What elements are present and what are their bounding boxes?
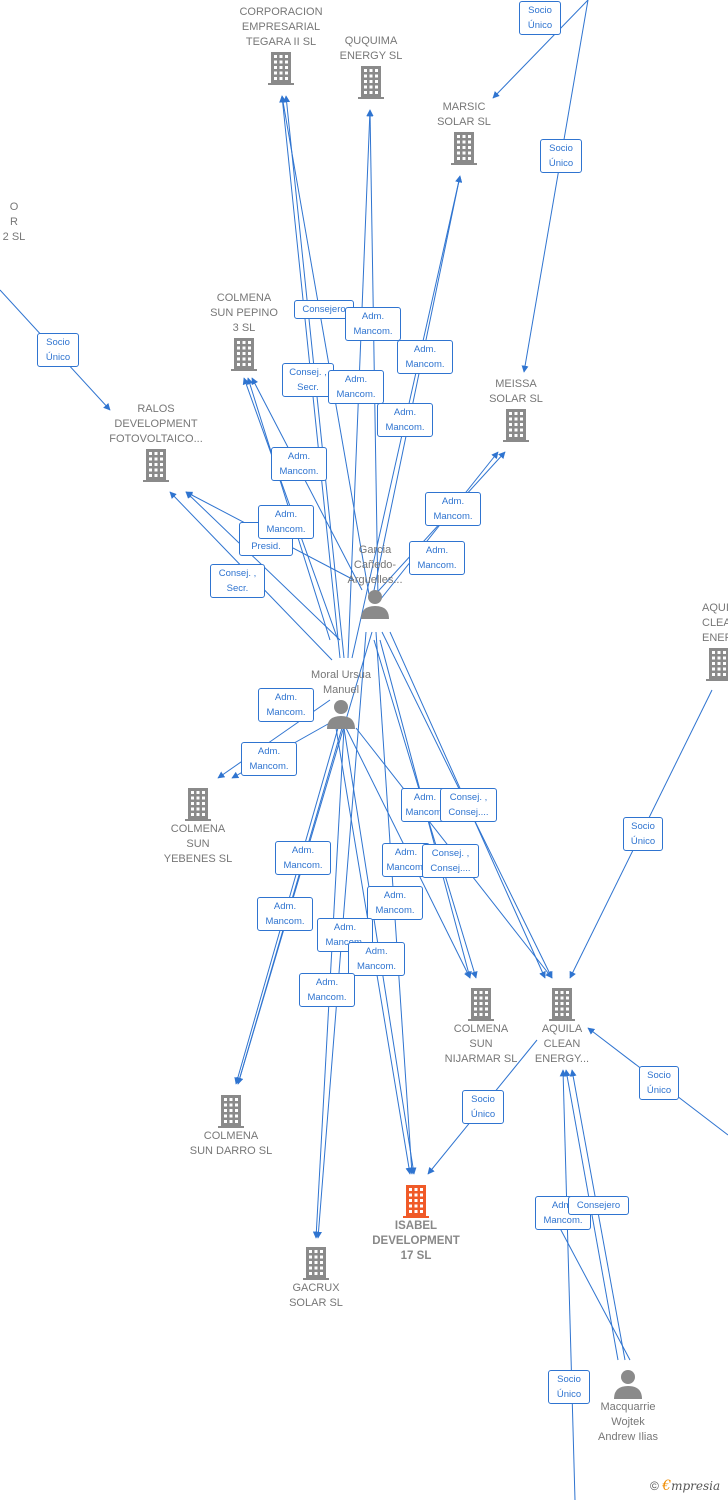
relation-label[interactable]: Adm. Mancom.: [345, 307, 401, 341]
empresia-logo-initial: €: [662, 1478, 672, 1494]
relation-label[interactable]: Adm. Mancom.: [241, 742, 297, 776]
company-node-left-partial[interactable]: O R 2 SL: [0, 200, 34, 281]
relation-label[interactable]: Consej. , Consej....: [440, 788, 497, 822]
company-node-gacrux-solar[interactable]: GACRUX SOLAR SL: [276, 1245, 356, 1311]
person-label: Moral Ursua Manuel: [311, 669, 371, 696]
relationship-edge: [569, 1069, 626, 1361]
building-icon: [0, 245, 2, 281]
relation-label[interactable]: Socio Único: [548, 1370, 590, 1404]
empresia-logo-text: mpresia: [671, 1479, 721, 1493]
relation-label[interactable]: Consejero: [568, 1196, 629, 1215]
building-icon: [451, 132, 477, 165]
company-node-aquila-right-partial[interactable]: AQUI CLEA ENERG: [694, 601, 728, 682]
relation-label[interactable]: Adm. Mancom.: [348, 942, 405, 976]
person-node-garcia-canedo-arguelles[interactable]: Garcia Cañedo- Arguelles...: [332, 543, 418, 620]
building-icon: [303, 1247, 329, 1280]
relation-label[interactable]: Consej. , Consej....: [422, 844, 479, 878]
building-icon: [268, 52, 294, 85]
building-icon: [403, 1185, 429, 1218]
company-node-aquila-clean-energy[interactable]: AQUILA CLEAN ENERGY...: [522, 986, 602, 1067]
relation-label[interactable]: Consej. , Secr.: [282, 363, 334, 397]
building-icon: [358, 66, 384, 99]
building-icon: [218, 1095, 244, 1128]
relationship-edge: [379, 451, 499, 601]
company-node-ralos-development[interactable]: RALOS DEVELOPMENT FOTOVOLTAICO...: [98, 402, 214, 483]
relation-label[interactable]: Adm. Mancom.: [397, 340, 453, 374]
company-label: ISABEL DEVELOPMENT 17 SL: [372, 1220, 460, 1262]
relationship-edge: [251, 377, 363, 591]
relationship-edge: [371, 175, 463, 601]
relation-label[interactable]: Adm. Mancom.: [258, 688, 314, 722]
person-node-moral-ursua-manuel[interactable]: Moral Ursua Manuel: [296, 668, 386, 730]
company-label: COLMENA SUN NIJARMAR SL: [444, 1023, 518, 1065]
relationship-edge: [559, 1069, 576, 1500]
company-label: RALOS DEVELOPMENT FOTOVOLTAICO...: [109, 403, 203, 445]
relation-label[interactable]: Adm. Mancom.: [257, 897, 313, 931]
building-icon: [143, 449, 169, 482]
company-node-colmena-sun-nijarmar[interactable]: COLMENA SUN NIJARMAR SL: [433, 986, 529, 1067]
person-icon: [614, 1370, 642, 1399]
relation-label[interactable]: Socio Único: [639, 1066, 679, 1100]
building-icon: [231, 338, 257, 371]
company-node-ququima-energy[interactable]: QUQUIMA ENERGY SL: [326, 34, 416, 100]
relationship-edge: [521, 0, 589, 373]
company-label: MEISSA SOLAR SL: [489, 378, 543, 405]
empresia-watermark: © €mpresia: [650, 1478, 720, 1494]
company-label: COLMENA SUN PEPINO 3 SL: [210, 292, 278, 334]
person-icon: [361, 590, 389, 619]
company-label: MARSIC SOLAR SL: [437, 101, 491, 128]
building-icon: [503, 409, 529, 442]
relation-label[interactable]: Adm. Mancom.: [425, 492, 481, 526]
company-label: GACRUX SOLAR SL: [289, 1282, 343, 1309]
relation-label[interactable]: Adm. Mancom.: [299, 973, 355, 1007]
company-label: AQUI CLEA ENERG: [702, 602, 728, 644]
company-label: COLMENA SUN YEBENES SL: [163, 823, 233, 865]
company-label: AQUILA CLEAN ENERGY...: [534, 1023, 590, 1065]
relation-label[interactable]: Socio Único: [462, 1090, 504, 1124]
person-label: Garcia Cañedo- Arguelles...: [347, 544, 403, 586]
relation-label[interactable]: Adm. Mancom.: [377, 403, 433, 437]
company-label: QUQUIMA ENERGY SL: [339, 35, 403, 62]
company-label: O R 2 SL: [2, 201, 26, 243]
company-label: COLMENA SUN DARRO SL: [189, 1130, 273, 1157]
person-node-macquarrie-wojtek[interactable]: Macquarrie Wojtek Andrew Ilias: [582, 1368, 674, 1445]
relation-label[interactable]: Adm. Mancom.: [367, 886, 423, 920]
relationship-edge: [366, 109, 379, 601]
relation-label[interactable]: Socio Único: [519, 1, 561, 35]
building-icon: [468, 988, 494, 1021]
relation-label[interactable]: Socio Único: [540, 139, 582, 173]
relation-label[interactable]: Adm. Mancom.: [328, 370, 384, 404]
building-icon: [706, 648, 728, 681]
relationship-edge: [492, 0, 589, 99]
company-node-colmena-sun-pepino[interactable]: COLMENA SUN PEPINO 3 SL: [196, 291, 292, 372]
company-node-isabel-development-17[interactable]: ISABEL DEVELOPMENT 17 SL: [356, 1183, 476, 1264]
building-icon: [549, 988, 575, 1021]
relation-label[interactable]: Adm. Mancom.: [258, 505, 314, 539]
relationship-edge: [563, 1069, 619, 1361]
company-node-corporacion-tegara[interactable]: CORPORACION EMPRESARIAL TEGARA II SL: [226, 5, 336, 86]
relation-label[interactable]: Adm. Mancom.: [271, 447, 327, 481]
relation-label[interactable]: Adm. Mancom.: [275, 841, 331, 875]
person-label: Macquarrie Wojtek Andrew Ilias: [598, 1401, 658, 1443]
company-node-marsic-solar[interactable]: MARSIC SOLAR SL: [424, 100, 504, 166]
relation-label[interactable]: Adm. Mancom.: [409, 541, 465, 575]
company-node-colmena-sun-yebenes[interactable]: COLMENA SUN YEBENES SL: [153, 786, 243, 867]
company-node-meissa-solar[interactable]: MEISSA SOLAR SL: [476, 377, 556, 443]
copyright-symbol: ©: [650, 1479, 659, 1493]
relation-label[interactable]: Socio Único: [623, 817, 663, 851]
relation-label[interactable]: Consej. , Secr.: [210, 564, 265, 598]
company-node-colmena-sun-darro[interactable]: COLMENA SUN DARRO SL: [176, 1093, 286, 1159]
building-icon: [185, 788, 211, 821]
company-label: CORPORACION EMPRESARIAL TEGARA II SL: [239, 6, 323, 48]
person-icon: [327, 700, 355, 729]
relationship-edge: [279, 95, 371, 601]
relation-label[interactable]: Socio Único: [37, 333, 79, 367]
